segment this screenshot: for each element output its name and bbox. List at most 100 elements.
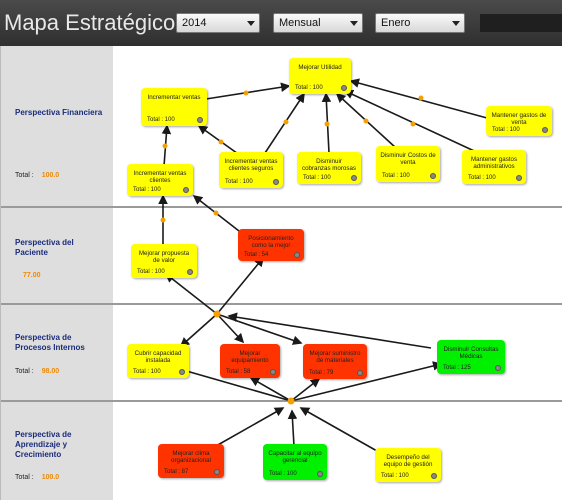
edge-dot <box>324 121 330 127</box>
relationship-edges <box>158 78 488 452</box>
lane-sidebar <box>1 46 113 206</box>
period-select[interactable]: Mensual <box>273 13 363 33</box>
edge <box>290 378 321 402</box>
lane-total: Total : 98.00 <box>15 368 59 375</box>
node-total: Total : 100 <box>133 187 161 193</box>
edge <box>290 361 443 402</box>
lane-total: Total : 100.0 <box>15 474 59 481</box>
node-total: Total : 100 <box>133 369 161 375</box>
objective-node-disminuir-costos[interactable]: Disminuir Costos de venta Total : 100 <box>376 146 440 182</box>
edge <box>227 312 432 349</box>
lane-aprendizaje: Perspectiva de Aprendizaje y Crecimiento… <box>1 402 562 500</box>
node-label: Desempeño del equipo de gestión <box>383 454 433 468</box>
status-indicator-icon <box>270 369 276 375</box>
objective-node-incrementar-ventas[interactable]: Incrementar ventas Total : 100 <box>141 88 207 126</box>
edge-dot <box>243 90 249 96</box>
objective-node-disminuir-consultas[interactable]: Disminuir Consultas Médicas Total : 125 <box>437 340 505 374</box>
node-label: Capacitar al equipo gerencial <box>268 450 322 464</box>
header-toolbar-area <box>480 14 562 32</box>
edge <box>287 409 298 447</box>
node-label: Incrementar ventas clientes seguros <box>224 158 278 172</box>
lane-title: Perspectiva de Procesos Internos <box>15 333 85 352</box>
year-select-value: 2014 <box>182 17 207 29</box>
lane-procesos: Perspectiva de Procesos Internos Total :… <box>1 305 562 402</box>
chevron-down-icon[interactable] <box>448 14 464 32</box>
status-indicator-icon <box>516 175 522 181</box>
edge <box>215 407 285 447</box>
status-indicator-icon <box>179 369 185 375</box>
edge <box>216 313 245 344</box>
objective-node-mejorar-suministro[interactable]: Mejorar suministro de materiales Total :… <box>303 344 367 379</box>
node-total: Total : 54 <box>244 252 269 258</box>
node-label: Mejorar suministro de materiales <box>309 350 361 364</box>
node-total: Total : 100 <box>137 269 165 275</box>
lane-total-label: Total : <box>15 368 34 375</box>
node-total: Total : 100 <box>303 175 331 181</box>
year-select[interactable]: 2014 <box>176 13 260 33</box>
status-indicator-icon <box>294 252 300 258</box>
app-header: Mapa Estratégico 2014 Mensual Enero <box>0 0 562 46</box>
status-indicator-icon <box>183 187 189 193</box>
node-label: Incrementar ventas <box>147 94 201 101</box>
node-label: Mejorar propuesta de valor <box>138 250 190 264</box>
hub-dot <box>213 310 221 318</box>
edge-dot <box>283 119 289 125</box>
lane-total-value: 100.0 <box>41 474 60 481</box>
edge <box>299 407 378 452</box>
objective-node-desempeno-equipo[interactable]: Desempeño del equipo de gestión Total : … <box>375 448 441 482</box>
status-indicator-icon <box>431 473 437 479</box>
status-indicator-icon <box>542 127 548 133</box>
lane-paciente: Perspectiva del Paciente 77.00 <box>1 208 562 305</box>
node-label: Mantener gastos administrativos <box>470 156 518 170</box>
status-indicator-icon <box>187 269 193 275</box>
lane-total-value: 98.00 <box>41 368 60 375</box>
lane-title: Perspectiva del Paciente <box>15 238 74 257</box>
edge-dot <box>160 217 166 223</box>
node-total: Total : 125 <box>443 365 471 371</box>
lane-title: Perspectiva de Aprendizaje y Crecimiento <box>15 430 72 459</box>
objective-node-mantener-gastos-admin[interactable]: Mantener gastos administrativos Total : … <box>462 150 526 184</box>
objective-node-incrementar-ventas-seguros[interactable]: Incrementar ventas clientes seguros Tota… <box>219 152 283 188</box>
chevron-down-icon[interactable] <box>243 14 259 32</box>
node-total: Total : 100 <box>269 471 297 477</box>
objective-node-mejorar-equipamiento[interactable]: Mejorar equipamiento Total : 58 <box>220 344 280 378</box>
edge <box>179 313 218 348</box>
month-select[interactable]: Enero <box>375 13 465 33</box>
node-total: Total : 100 <box>381 473 409 479</box>
edge <box>216 256 265 315</box>
objective-node-disminuir-cobranzas[interactable]: Disminuir cobranzas morosas Total : 100 <box>297 152 361 184</box>
node-total: Total : 100 <box>492 127 520 133</box>
node-label: Mejorar clima organizacional <box>171 450 211 464</box>
node-total: Total : 87 <box>164 469 189 475</box>
node-label: Posicionamiento como la mejor <box>248 235 294 249</box>
lane-total-label: Total : <box>15 474 34 481</box>
objective-node-incrementar-ventas-clientes[interactable]: Incrementar ventas clientes Total : 100 <box>127 164 193 196</box>
month-select-value: Enero <box>381 17 411 29</box>
hub-dot <box>287 397 295 405</box>
objective-node-posicionamiento[interactable]: Posicionamiento como la mejor Total : 54 <box>238 229 304 261</box>
node-label: Disminuir Consultas Médicas <box>443 346 499 360</box>
lane-total: Total :100.0 <box>15 172 59 179</box>
lane-financiera: Perspectiva Financiera Total :100.0 <box>1 46 562 208</box>
lane-sidebar <box>1 305 113 400</box>
lane-total-value: 77.00 <box>23 272 41 279</box>
edge-dot <box>213 210 219 216</box>
edge <box>164 273 218 315</box>
objective-node-mejorar-utilidad[interactable]: Mejorar Utilidad Total : 100 <box>289 58 351 94</box>
chevron-down-icon[interactable] <box>346 14 362 32</box>
objective-node-cubrir-capacidad[interactable]: Cubrir capacidad instalada Total : 100 <box>127 344 189 378</box>
objective-node-mejorar-propuesta[interactable]: Mejorar propuesta de valor Total : 100 <box>131 244 197 278</box>
strategy-board: Perspectiva Financiera Total :100.0 Pers… <box>0 46 562 500</box>
node-label: Disminuir Costos de venta <box>380 152 436 166</box>
node-total: Total : 79 <box>309 370 334 376</box>
node-label: Mejorar Utilidad <box>298 64 342 71</box>
node-label: Mantener gastos de venta <box>491 112 547 126</box>
objective-node-capacitar-equipo[interactable]: Capacitar al equipo gerencial Total : 10… <box>263 444 327 480</box>
edge-dot <box>410 121 416 127</box>
node-label: Incrementar ventas clientes <box>133 170 187 184</box>
node-total: Total : 100 <box>468 175 496 181</box>
objective-node-mantener-gastos-venta[interactable]: Mantener gastos de venta Total : 100 <box>486 106 552 136</box>
edge-dot <box>218 139 224 145</box>
objective-node-mejorar-clima[interactable]: Mejorar clima organizacional Total : 87 <box>158 444 224 478</box>
